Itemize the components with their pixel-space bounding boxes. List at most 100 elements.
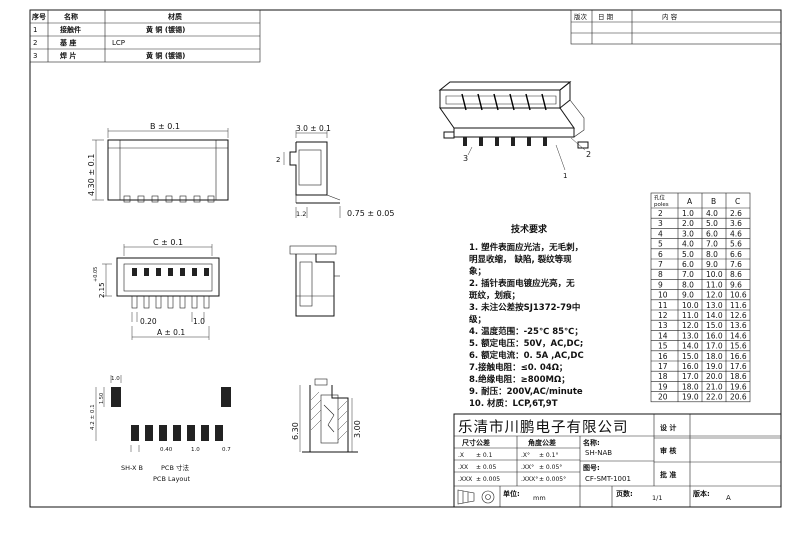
poles-cell: 10	[658, 291, 668, 300]
poles-cell: 4.6	[730, 229, 742, 238]
tol-row-1-size-val: ± 0.1	[476, 452, 493, 459]
tech-line-12: 9. 耐压：200V,AC/minute	[469, 386, 583, 397]
materials-header-name: 名称	[64, 12, 78, 21]
tech-line-7: 4. 温度范围：-25℃ 85℃；	[469, 326, 583, 337]
poles-cell: 10.6	[730, 291, 747, 300]
poles-cell: 3.6	[730, 219, 742, 228]
version-value: A	[726, 494, 731, 502]
poles-cell: 13	[658, 321, 668, 330]
pcb-dim-0: 1.0	[111, 376, 120, 382]
isometric-view: 2 3 1	[438, 80, 591, 180]
poles-cell: 15.6	[730, 342, 747, 351]
poles-cell: 11.6	[730, 301, 747, 310]
bottom-height-tol: +0.05	[93, 267, 99, 282]
poles-cell: 20.6	[730, 393, 747, 402]
front-width-dim: B ± 0.1	[150, 122, 180, 131]
tech-line-3: 2. 插针表面电镀应光亮，无	[469, 278, 575, 289]
pcb-dim-5: 0.7	[222, 447, 231, 453]
tol-angle-header: 角度公差	[528, 438, 556, 447]
pcb-label-2: PCB Layout	[153, 475, 191, 483]
poles-cell: 16.6	[730, 352, 747, 361]
poles-cell: 20.0	[706, 372, 723, 381]
pcb-dim-1: 1.50	[99, 393, 105, 404]
tol-row-3-size-val: ± 0.005	[476, 476, 500, 483]
materials-row-1-material: 黄 铜 (镀锡)	[146, 25, 185, 34]
poles-cell: 7	[658, 260, 663, 269]
poles-cell: 17	[658, 362, 668, 371]
poles-header-poles-cn: 孔位	[654, 194, 666, 202]
materials-row-3-name: 焊 片	[60, 51, 76, 60]
poles-cell: 4	[658, 229, 663, 238]
poles-cell: 8.0	[682, 280, 694, 289]
approve-label: 批 准	[660, 470, 676, 479]
poles-cell: 16.0	[706, 331, 723, 340]
detail-left-dim: 6.30	[291, 422, 300, 440]
tol-row-1-angle-val: ± 0.1°	[539, 452, 558, 459]
materials-header-material: 材质	[167, 12, 182, 21]
poles-header-B: B	[711, 197, 716, 206]
poles-cell: 3.0	[682, 229, 694, 238]
side-width-dim: 3.0 ± 0.1	[296, 124, 331, 133]
pcb-label-1: PCB 寸法	[161, 463, 189, 472]
title-block: 乐清市川鹏电子有限公司 尺寸公差 角度公差 .X ± 0.1 .X° ± 0.1…	[453, 413, 782, 508]
tech-line-4: 斑纹，划痕；	[469, 290, 520, 301]
iso-label-1: 1	[563, 172, 567, 180]
pcb-layout: 1.0 1.50 4.2 ± 0.1 0.40 1.0 0.7 SH-X B P…	[90, 375, 231, 483]
page-label: 页数:	[616, 489, 633, 498]
poles-cell: 19	[658, 382, 668, 391]
tol-row-2-size: .XX	[458, 464, 468, 471]
poles-cell: 19.6	[730, 382, 747, 391]
poles-cell: 16	[658, 352, 668, 361]
poles-cell: 17.0	[682, 372, 699, 381]
tech-requirements: 技术要求 1. 塑件表面应光洁，无毛刺， 明显收缩， 缺陷, 裂纹等现 象； 2…	[468, 223, 584, 409]
detail-section: 6.30 3.00	[291, 378, 362, 453]
poles-cell: 10.0	[682, 301, 699, 310]
poles-cell: 9.0	[682, 291, 694, 300]
poles-cell: 3	[658, 219, 663, 228]
poles-cell: 14	[658, 331, 668, 340]
tech-line-0: 1. 塑件表面应光洁，无毛刺，	[469, 242, 583, 253]
poles-cell: 18	[658, 372, 668, 381]
bottom-overall-dim: A ± 0.1	[157, 328, 185, 337]
tol-row-2-size-val: ± 0.05	[476, 464, 496, 471]
tech-line-11: 8.绝缘电阻：≥800MΩ；	[469, 374, 570, 385]
bottom-height-dim: 2.15	[98, 282, 106, 298]
front-height-dim: 4.30 ± 0.1	[87, 154, 96, 196]
poles-cell: 1.0	[682, 209, 694, 218]
poles-cell: 12	[658, 311, 668, 320]
poles-cell: 21.0	[706, 382, 723, 391]
unit-value: mm	[533, 494, 546, 502]
poles-cell: 9.0	[706, 260, 718, 269]
materials-header-no: 序号	[31, 12, 46, 21]
bottom-pitch2-dim: 1.0	[193, 317, 205, 326]
name-label: 名称:	[583, 438, 600, 447]
tech-line-13: 10. 材质：LCP,6T,9T	[469, 398, 558, 409]
poles-cell: 7.0	[706, 240, 718, 249]
side-left-dim: 2	[276, 156, 280, 164]
drawing-value: CF-SMT-1001	[585, 475, 631, 483]
projection-symbol-icon	[457, 489, 495, 505]
side-lead-dim: 0.75 ± 0.05	[347, 209, 394, 218]
materials-row-2-name: 基 座	[59, 38, 76, 47]
poles-cell: 2.0	[682, 219, 694, 228]
poles-cell: 9	[658, 280, 663, 289]
poles-cell: 20	[658, 393, 668, 402]
version-label: 版本:	[693, 489, 710, 498]
drawing-label: 图号:	[583, 463, 600, 472]
bottom-view: C ± 0.1 2.15 +0.05 0.20 1.0 A ± 0.1	[93, 238, 220, 340]
poles-cell: 6.0	[706, 229, 718, 238]
pcb-prefix: SH-X B	[121, 464, 143, 472]
poles-cell: 15.0	[682, 352, 699, 361]
page-value: 1/1	[652, 494, 662, 502]
poles-cell: 16.0	[682, 362, 699, 371]
tech-line-8: 5. 额定电压：50V，AC,DC;	[469, 338, 583, 349]
section-view	[289, 245, 340, 317]
iso-label-2: 2	[586, 150, 591, 159]
poles-cell: 18.0	[706, 352, 723, 361]
tol-row-2-angle-val: ± 0.05°	[539, 464, 562, 471]
tol-row-1-size: .X	[458, 452, 464, 459]
poles-cell: 11.0	[682, 311, 699, 320]
poles-cell: 6.6	[730, 250, 742, 259]
poles-cell: 17.0	[706, 342, 723, 351]
